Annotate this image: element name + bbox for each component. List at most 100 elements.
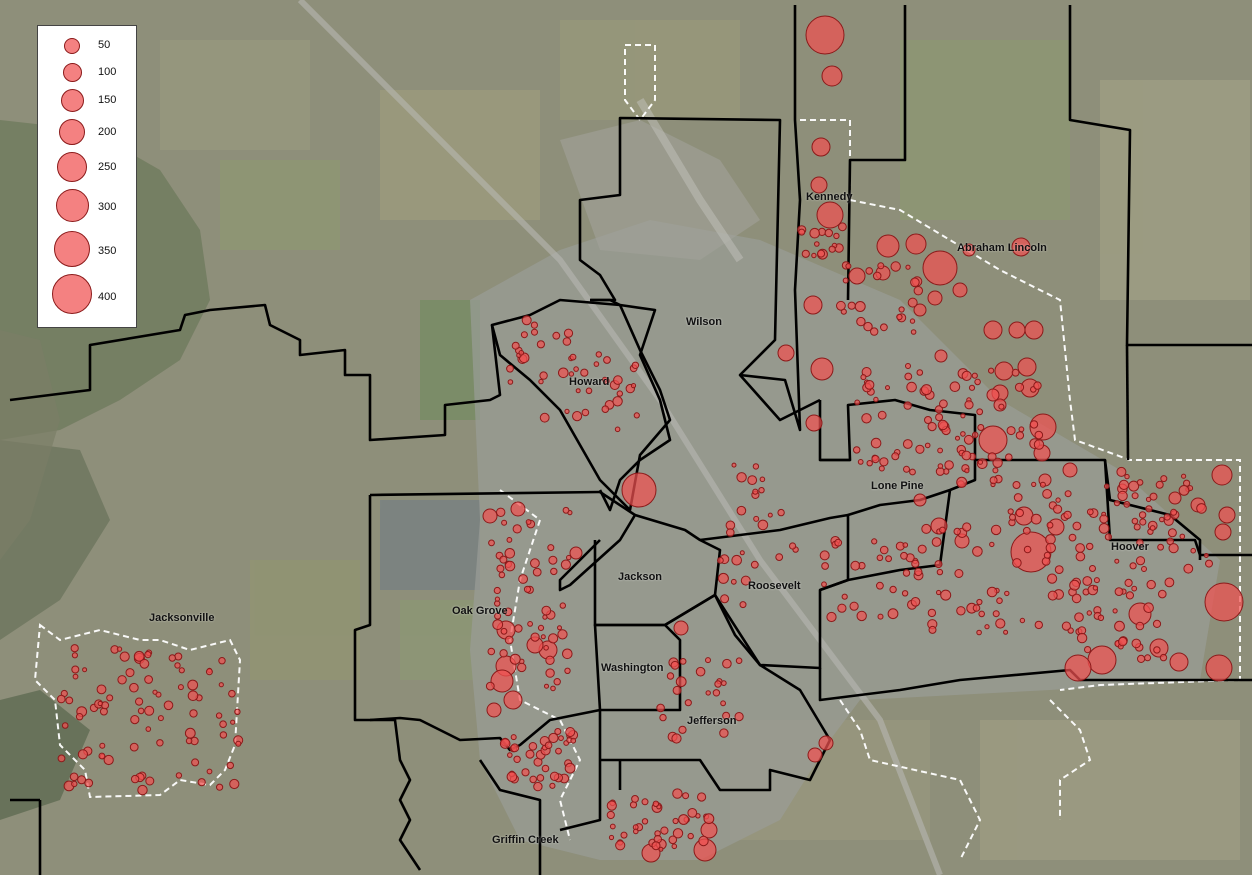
symbol-point	[879, 545, 889, 555]
symbol-point	[510, 501, 526, 517]
symbol-point	[1117, 490, 1128, 502]
symbol-point	[828, 245, 836, 253]
symbol-point	[536, 340, 546, 349]
zone-label-jefferson: Jefferson	[687, 715, 737, 727]
symbol-point	[71, 665, 80, 674]
symbol-point	[805, 15, 845, 55]
symbol-point	[1149, 492, 1158, 501]
symbol-point	[496, 507, 506, 517]
symbol-point	[1043, 551, 1051, 559]
symbol-point	[678, 725, 687, 734]
symbol-point	[228, 689, 236, 698]
symbol-point	[821, 581, 827, 588]
symbol-point	[125, 668, 135, 678]
symbol-point	[1011, 237, 1031, 257]
symbol-point	[549, 771, 560, 781]
symbol-point	[494, 596, 500, 602]
symbol-point	[833, 232, 840, 240]
symbol-point	[978, 610, 986, 618]
symbol-point	[775, 553, 784, 561]
symbol-point	[1015, 508, 1024, 518]
legend-item: 400	[38, 274, 136, 314]
symbol-point	[1179, 533, 1186, 540]
symbol-point	[1086, 610, 1093, 616]
symbol-point	[1076, 632, 1088, 644]
symbol-point	[482, 508, 498, 524]
symbol-point	[1137, 654, 1146, 664]
symbol-point	[1034, 430, 1044, 440]
symbol-point	[1008, 321, 1026, 339]
symbol-point	[816, 201, 844, 229]
symbol-point	[660, 826, 669, 835]
symbol-point	[485, 681, 495, 691]
symbol-point	[720, 700, 726, 707]
symbol-point	[566, 554, 572, 561]
symbol-point	[1047, 573, 1058, 584]
symbol-point	[913, 286, 923, 296]
symbol-point	[521, 315, 532, 326]
symbol-point	[961, 450, 972, 461]
symbol-point	[585, 387, 593, 395]
symbol-point	[562, 506, 570, 514]
symbol-point	[569, 353, 577, 361]
symbol-point	[922, 250, 958, 286]
symbol-point	[1004, 590, 1010, 597]
legend-label: 100	[98, 66, 117, 78]
symbol-point	[1143, 602, 1154, 614]
symbol-point	[848, 267, 866, 285]
symbol-point	[631, 795, 639, 803]
symbol-point	[805, 414, 823, 432]
symbol-point	[1086, 508, 1094, 516]
symbol-point	[1046, 521, 1054, 529]
symbol-point	[633, 828, 639, 835]
symbol-point	[1011, 368, 1020, 377]
symbol-point	[130, 715, 140, 725]
symbol-point	[705, 657, 711, 664]
symbol-point	[863, 321, 873, 332]
symbol-point	[538, 378, 544, 385]
symbol-point	[811, 252, 817, 259]
symbol-point	[1124, 473, 1130, 480]
symbol-point	[156, 739, 164, 747]
symbol-point	[995, 618, 1006, 629]
symbol-point	[902, 439, 913, 449]
symbol-point	[530, 632, 540, 642]
symbol-point	[856, 610, 867, 622]
symbol-point	[1136, 539, 1144, 547]
symbol-point	[1075, 543, 1085, 553]
symbol-point	[949, 381, 961, 393]
symbol-point	[137, 784, 148, 796]
symbol-point	[937, 447, 943, 454]
symbol-point	[1131, 517, 1139, 525]
symbol-point	[144, 705, 155, 716]
symbol-point	[558, 367, 569, 379]
symbol-point	[1149, 525, 1156, 531]
symbol-point	[84, 778, 94, 788]
symbol-point	[873, 396, 879, 403]
symbol-point	[152, 689, 158, 695]
symbol-point	[1063, 510, 1072, 520]
symbol-point	[659, 713, 667, 722]
symbol-point	[616, 390, 623, 397]
symbol-point	[554, 728, 562, 735]
symbol-point	[990, 524, 1002, 536]
symbol-point	[809, 227, 821, 239]
symbol-point	[752, 463, 760, 470]
symbol-point	[504, 560, 516, 572]
symbol-point	[197, 778, 206, 787]
symbol-point	[537, 624, 545, 632]
symbol-point	[734, 712, 744, 722]
legend-label: 400	[98, 291, 117, 303]
symbol-point	[698, 835, 709, 847]
symbol-point	[1168, 543, 1179, 554]
symbol-point	[1015, 431, 1025, 440]
symbol-point	[687, 832, 694, 840]
symbol-point	[525, 749, 535, 759]
symbol-point	[739, 601, 747, 609]
symbol-point	[1214, 523, 1232, 541]
symbol-point	[963, 434, 974, 445]
symbol-point	[898, 306, 905, 313]
symbol-point	[960, 413, 966, 419]
